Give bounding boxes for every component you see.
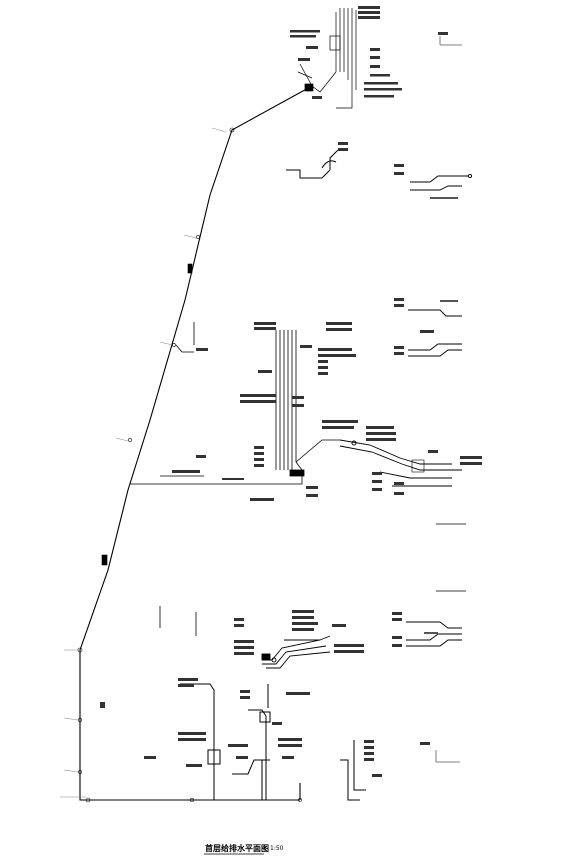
fixture-group-right-4 <box>392 612 462 647</box>
drawing-title: 首层给排水平面图 <box>205 843 269 853</box>
bottom-tags <box>144 678 430 777</box>
main-pipe-route <box>79 85 313 801</box>
right-central-tags <box>322 420 482 495</box>
right-side-marks <box>436 523 466 592</box>
top-right-leader <box>439 36 462 46</box>
main-route-annotations <box>60 127 227 798</box>
fixture-group-right-3 <box>339 439 462 487</box>
top-riser-tags <box>290 6 448 99</box>
fixture-group-right-1 <box>394 164 473 199</box>
top-riser-block <box>297 8 357 109</box>
lower-riser-block <box>261 635 331 669</box>
main-pipe-fittings <box>77 127 302 803</box>
lower-riser-tags <box>234 610 364 655</box>
left-fixture-2 <box>100 606 197 708</box>
drawing-title-block: 首层给排水平面图 1:50 <box>204 843 284 855</box>
fixture-group-right-2 <box>394 298 462 357</box>
central-riser-block <box>130 330 340 485</box>
central-riser-tags <box>172 322 356 501</box>
bottom-right-leader <box>435 750 460 763</box>
fixture-group-bottom <box>180 683 366 801</box>
left-fixture-1 <box>175 322 208 353</box>
drawing-scale: 1:50 <box>270 845 284 852</box>
fixture-group-top <box>286 142 348 179</box>
